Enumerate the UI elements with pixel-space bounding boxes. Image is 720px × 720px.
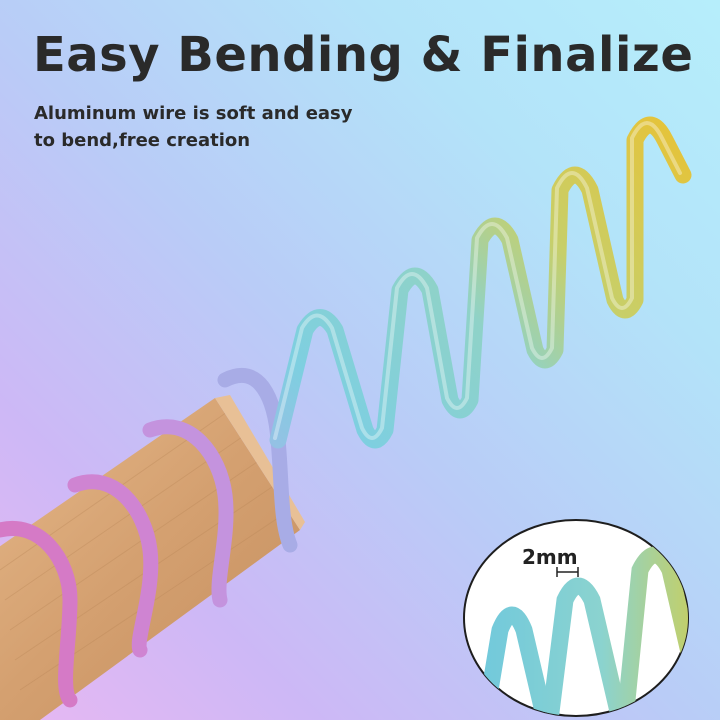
measurement-bracket (556, 567, 579, 577)
aluminum-wire-spring (269, 116, 692, 449)
subheading-line-2: to bend,free creation (34, 130, 251, 151)
thickness-label: 2mm (522, 545, 578, 569)
subheading-line-1: Aluminum wire is soft and easy (34, 103, 353, 124)
thickness-magnifier (463, 519, 689, 717)
subheading: Aluminum wire is soft and easy to bend,f… (34, 100, 394, 154)
headline: Easy Bending & Finalize (33, 27, 694, 83)
